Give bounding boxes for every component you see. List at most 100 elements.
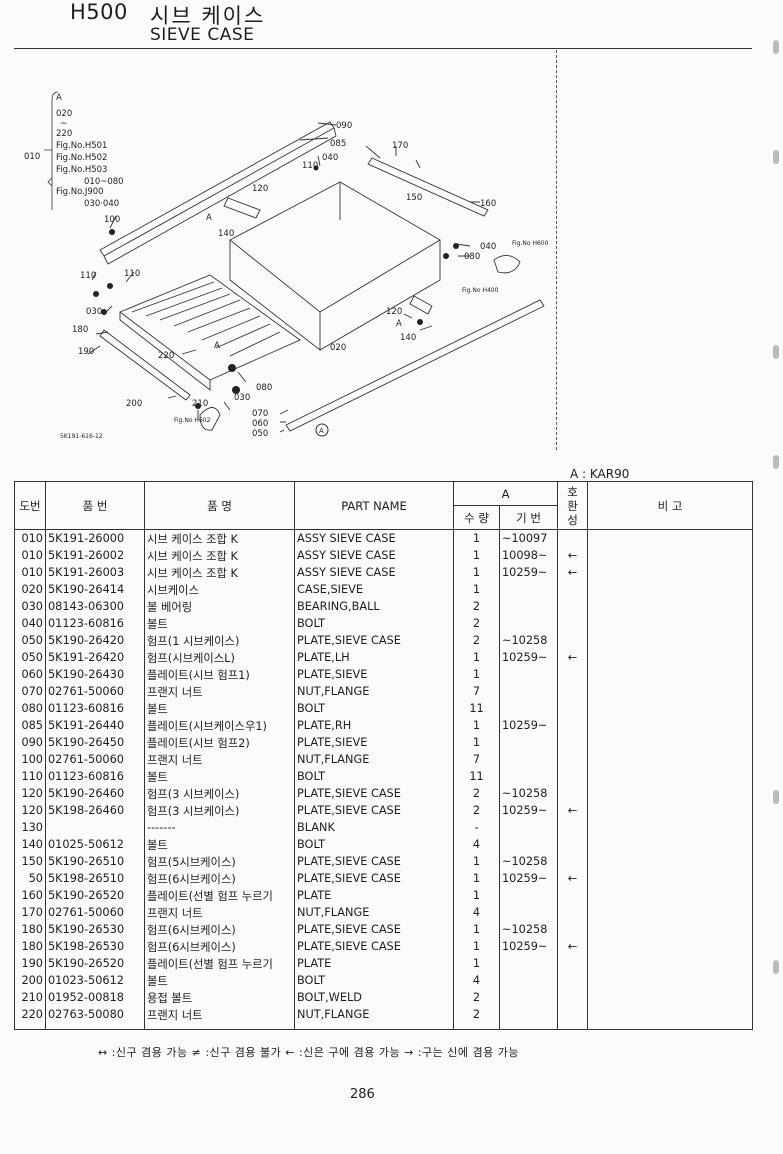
callout: 140 xyxy=(218,229,234,239)
row-name-kr: 시브 케이스 조합 K xyxy=(144,564,295,581)
row-serial xyxy=(499,700,558,717)
row-name-kr: 플레이트(선별 험프 누르기 xyxy=(144,955,295,972)
row-remarks xyxy=(587,768,753,785)
row-compat xyxy=(557,955,588,972)
row-remarks xyxy=(587,989,753,1006)
row-no: 050 xyxy=(14,649,46,666)
row-no: 010 xyxy=(14,564,46,581)
row-part-no: 02761-50060 xyxy=(45,751,145,768)
row-remarks xyxy=(587,700,753,717)
row-compat xyxy=(557,717,588,734)
row-serial: ~10258 xyxy=(499,785,558,802)
tree-line: Fig.No.H501 xyxy=(56,141,107,151)
diagram-divider xyxy=(556,50,557,450)
row-part-no: 5K198-26510 xyxy=(45,870,145,887)
callout: 110 xyxy=(124,269,140,279)
plate-060 xyxy=(199,407,221,431)
row-part-name: PLATE xyxy=(294,955,454,972)
row-no: 120 xyxy=(14,785,46,802)
callout: 160 xyxy=(480,199,496,209)
tree-line: 030·040 xyxy=(84,199,119,209)
callout: A xyxy=(396,319,402,329)
row-name-kr: 플레이트(시브 험프1) xyxy=(144,666,295,683)
row-part-no: 01123-60816 xyxy=(45,700,145,717)
row-qty: 2 xyxy=(453,1006,500,1030)
row-qty: 2 xyxy=(453,989,500,1006)
callout: 110 xyxy=(80,271,96,281)
callout: Fig.No H400 xyxy=(462,287,499,294)
row-part-name: PLATE,SIEVE xyxy=(294,734,454,751)
row-compat xyxy=(557,615,588,632)
row-part-name: PLATE,SIEVE xyxy=(294,666,454,683)
row-qty: 1 xyxy=(453,564,500,581)
row-qty: 2 xyxy=(453,785,500,802)
row-compat xyxy=(557,768,588,785)
callout: A xyxy=(206,213,212,223)
row-part-no: 5K191-26003 xyxy=(45,564,145,581)
compatibility-legend: ↔ :신구 겸용 가능 ≠ :신구 겸용 불가 ← :신은 구에 겸용 가능 →… xyxy=(98,1046,519,1059)
callout: 030 xyxy=(86,307,102,317)
callout: 040 xyxy=(322,153,338,163)
tree-line: 220 xyxy=(56,129,72,139)
row-qty: 11 xyxy=(453,700,500,717)
row-compat xyxy=(557,700,588,717)
row-no: 010 xyxy=(14,529,46,547)
row-no: 170 xyxy=(14,904,46,921)
row-remarks xyxy=(587,921,753,938)
callout: Fig.No H600 xyxy=(512,240,549,247)
row-part-no: 02763-50080 xyxy=(45,1006,145,1030)
row-name-kr: 시브 케이스 조합 K xyxy=(144,547,295,564)
parts-table: 도번 품 번 품 명 PART NAME A 호 환 성 비 고 수 량 기 번… xyxy=(14,481,753,1030)
compat-char: 환 xyxy=(567,498,578,513)
row-no: 150 xyxy=(14,853,46,870)
row-name-kr: 볼트 xyxy=(144,836,295,853)
callout: 210 xyxy=(192,399,208,409)
callout: 040 xyxy=(480,242,496,252)
row-part-no: 5K190-26460 xyxy=(45,785,145,802)
row-no: 090 xyxy=(14,734,46,751)
row-part-name: PLATE,SIEVE CASE xyxy=(294,870,454,887)
row-no: 020 xyxy=(14,581,46,598)
row-name-kr: 험프(시브케이스L) xyxy=(144,649,295,666)
row-part-no: 5K190-26530 xyxy=(45,921,145,938)
row-remarks xyxy=(587,938,753,955)
row-serial: 10259~ xyxy=(499,938,558,955)
row-no: 200 xyxy=(14,972,46,989)
row-compat: ← xyxy=(557,649,588,666)
row-part-no xyxy=(45,819,145,836)
row-compat: ← xyxy=(557,802,588,819)
row-part-name: PLATE,RH xyxy=(294,717,454,734)
callout: A xyxy=(214,341,220,351)
row-part-no: 02761-50060 xyxy=(45,904,145,921)
exploded-parts-diagram: 010 A 020 ~ 220 Fig.No.H501 Fig.No.H502 … xyxy=(24,91,549,440)
row-no: 50 xyxy=(14,870,46,887)
row-name-kr: 볼트 xyxy=(144,768,295,785)
tree-line: ~ xyxy=(60,119,67,129)
row-part-no: 5K191-26420 xyxy=(45,649,145,666)
row-part-name: PLATE,SIEVE CASE xyxy=(294,938,454,955)
row-part-name: PLATE,LH xyxy=(294,649,454,666)
row-part-no: 02761-50060 xyxy=(45,683,145,700)
callout: 080 xyxy=(256,383,272,393)
row-qty: 7 xyxy=(453,751,500,768)
callout: 050 xyxy=(252,429,268,439)
row-serial: 10259~ xyxy=(499,564,558,581)
row-serial: ~10258 xyxy=(499,921,558,938)
row-part-name: ASSY SIEVE CASE xyxy=(294,529,454,547)
row-remarks xyxy=(587,649,753,666)
row-remarks xyxy=(587,615,753,632)
row-compat xyxy=(557,836,588,853)
row-part-no: 01025-50612 xyxy=(45,836,145,853)
row-serial: 10259~ xyxy=(499,649,558,666)
row-no: 085 xyxy=(14,717,46,734)
row-qty: 11 xyxy=(453,768,500,785)
row-serial: 10259~ xyxy=(499,870,558,887)
row-no: 120 xyxy=(14,802,46,819)
